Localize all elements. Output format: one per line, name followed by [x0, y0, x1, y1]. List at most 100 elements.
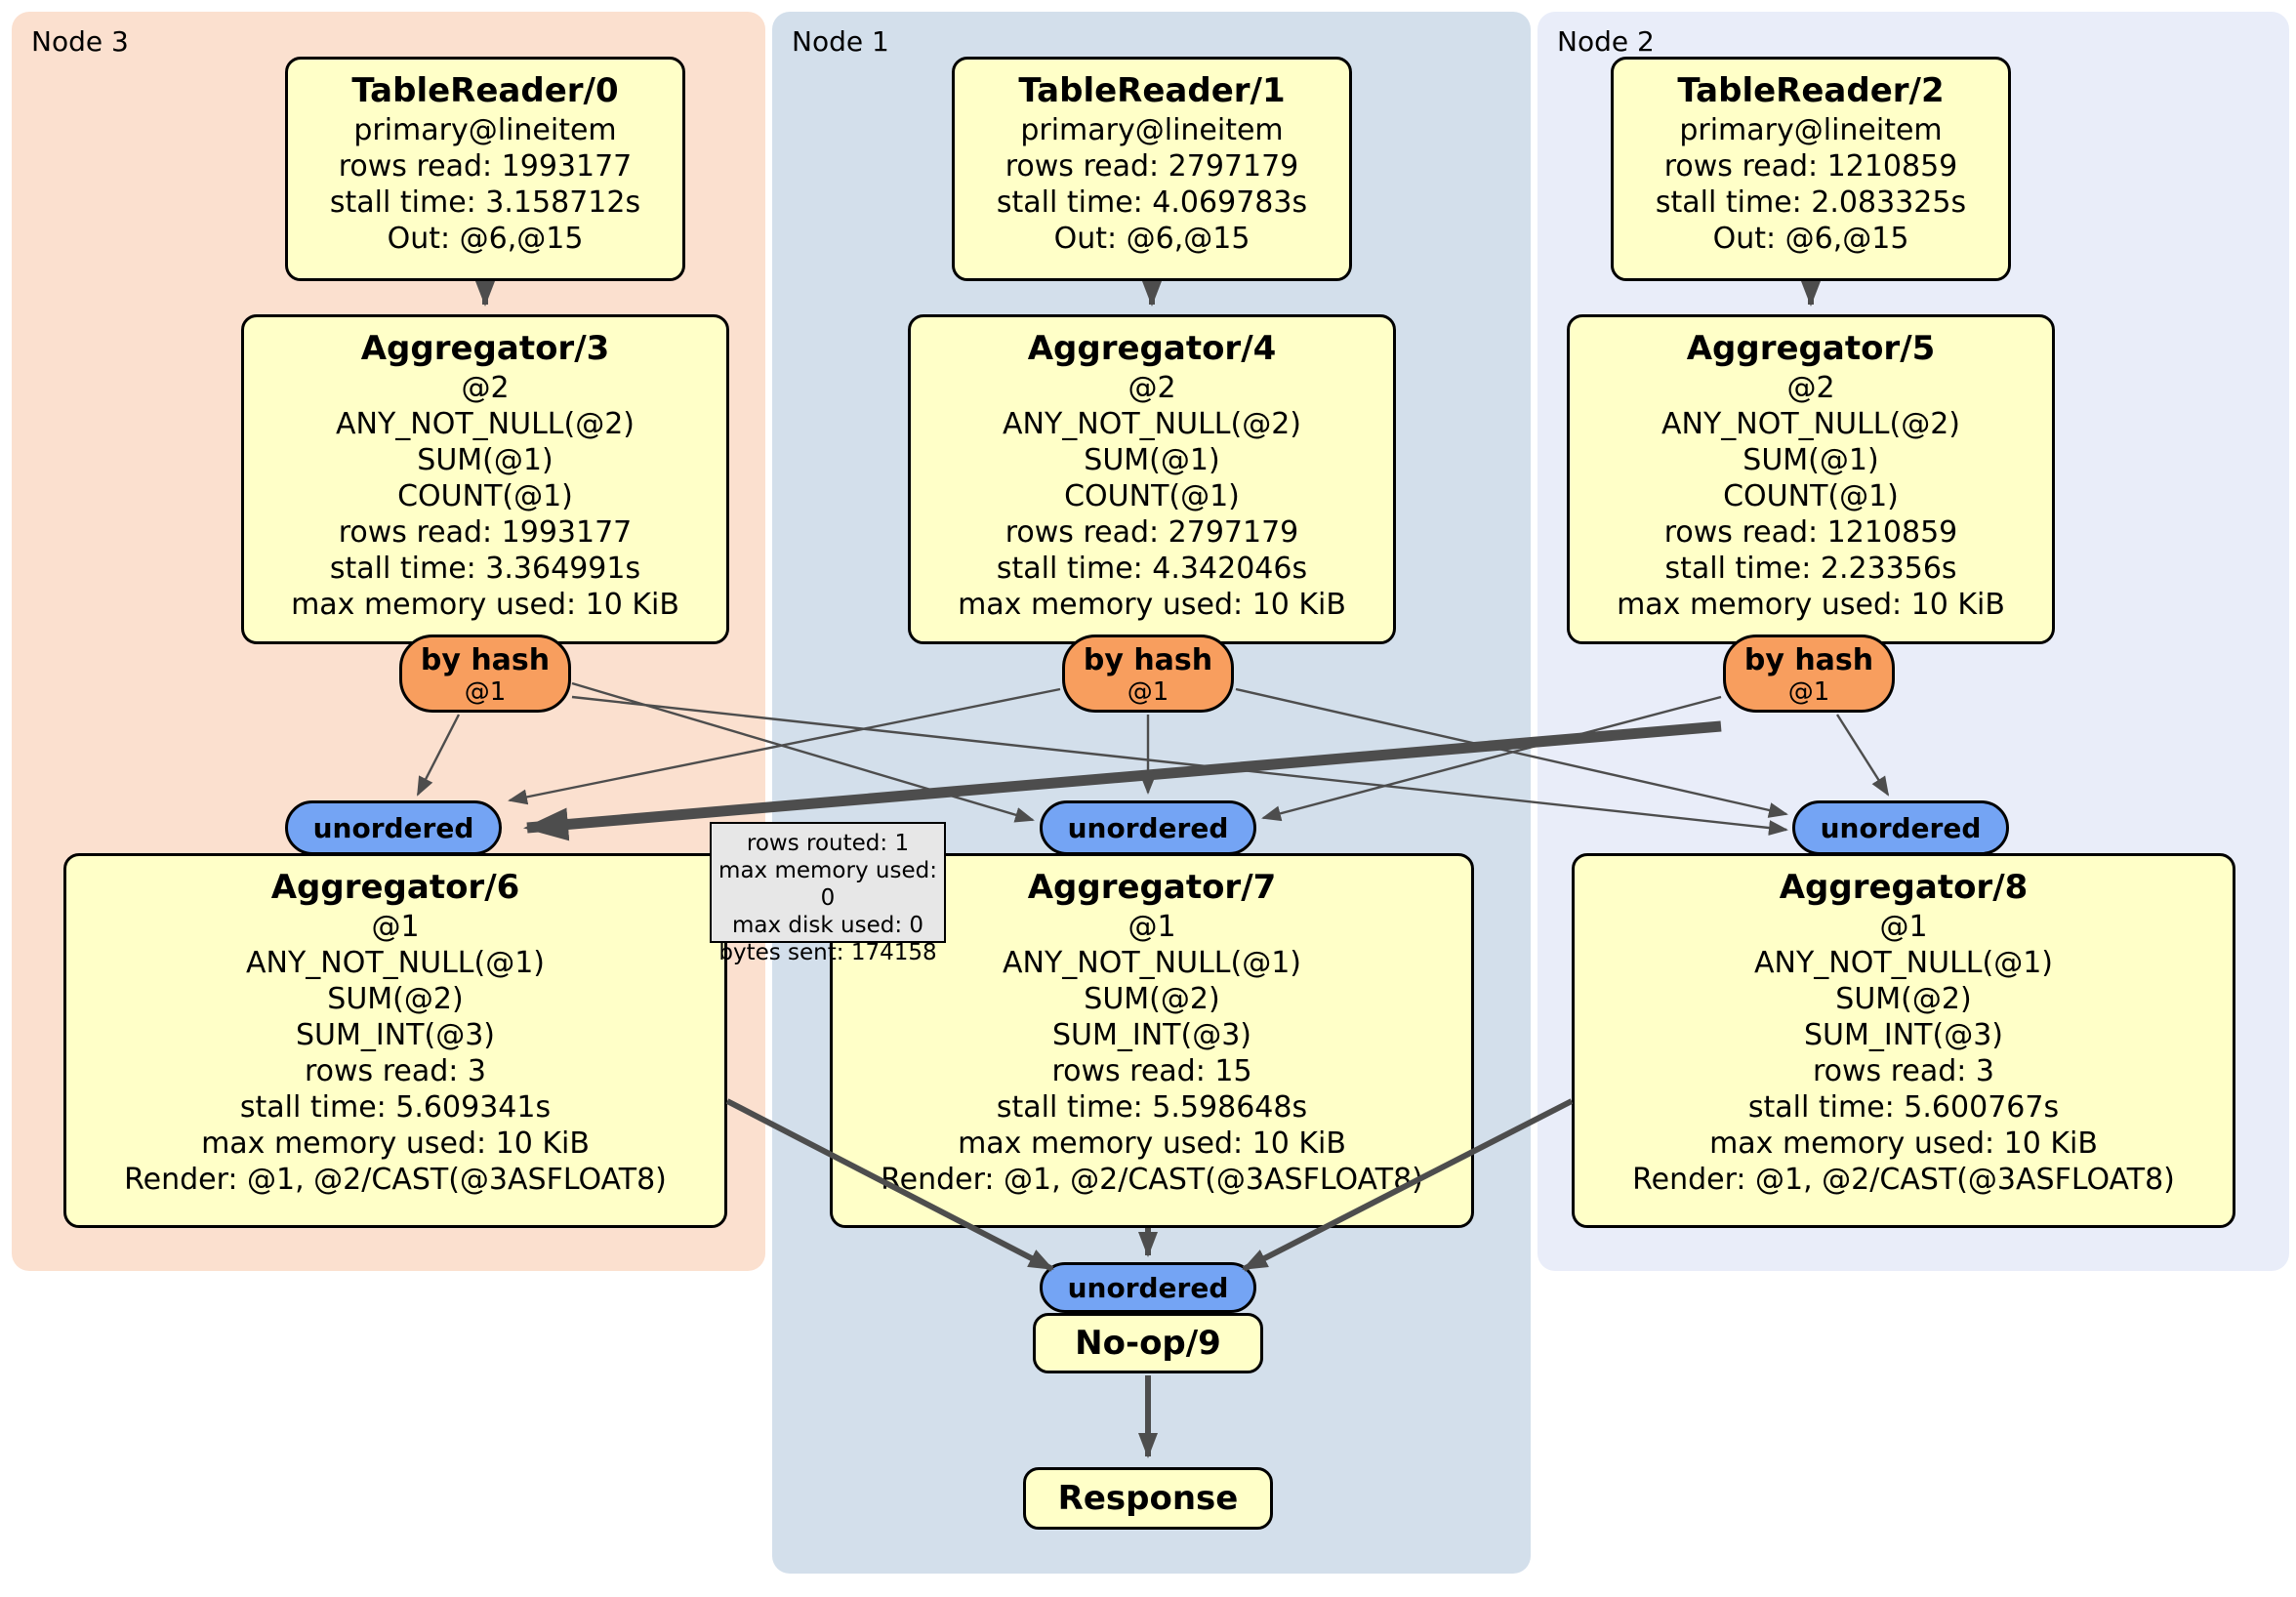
detail-line: SUM(@1) — [417, 443, 554, 477]
detail-line: ANY_NOT_NULL(@2) — [1661, 407, 1960, 441]
detail-line: SUM_INT(@3) — [1052, 1018, 1251, 1052]
router-label: by hash — [1083, 643, 1213, 677]
detail-line: @2 — [461, 371, 510, 405]
processor-title: Response — [1057, 1479, 1239, 1518]
processor-title: Aggregator/4 — [1027, 329, 1277, 368]
detail-line: rows read: 1210859 — [1663, 149, 1958, 184]
detail-line: max memory used: 0 — [718, 858, 937, 911]
sync-label: unordered — [312, 811, 474, 844]
sync-unordered-final: unordered — [1040, 1262, 1256, 1313]
detail-line: @1 — [1879, 910, 1928, 944]
detail-line: @2 — [1128, 371, 1176, 405]
detail-line: stall time: 3.364991s — [329, 552, 641, 586]
sync-unordered-node3: unordered — [285, 800, 502, 855]
router-label: by hash — [1743, 643, 1874, 677]
detail-line: rows read: 2797179 — [1004, 149, 1299, 184]
sync-label: unordered — [1820, 811, 1982, 844]
detail-line: max memory used: 10 KiB — [958, 588, 1346, 622]
detail-line: Out: @6,@15 — [1053, 222, 1250, 256]
detail-line: COUNT(@1) — [1064, 479, 1240, 513]
node-panel-label: Node 3 — [31, 25, 129, 58]
detail-line: SUM_INT(@3) — [296, 1018, 495, 1052]
router-label: by hash — [420, 643, 551, 677]
detail-line: stall time: 4.069783s — [996, 185, 1308, 220]
edge-aggregator6-to-unordered-final[interactable] — [725, 1098, 1054, 1272]
detail-line: rows read: 1210859 — [1663, 515, 1958, 550]
processor-title: TableReader/1 — [1018, 71, 1286, 110]
router-columns: @1 — [1127, 677, 1169, 707]
response-box: Response — [1023, 1467, 1273, 1530]
processor-title: Aggregator/3 — [360, 329, 610, 368]
detail-line: rows read: 1993177 — [338, 149, 633, 184]
processor-title: TableReader/0 — [351, 71, 619, 110]
edge-aggregator8-to-unordered-final[interactable] — [1242, 1098, 1574, 1272]
detail-line: primary@lineitem — [353, 113, 617, 147]
detail-line: COUNT(@1) — [1723, 479, 1899, 513]
detail-line: COUNT(@1) — [397, 479, 573, 513]
sync-label: unordered — [1067, 1271, 1229, 1304]
detail-line: @2 — [1786, 371, 1835, 405]
detail-line: max disk used: 0 — [731, 913, 924, 938]
detail-line: Render: @1, @2/CAST(@3ASFLOAT8) — [1632, 1163, 2175, 1197]
detail-line: primary@lineitem — [1020, 113, 1284, 147]
detail-line: rows read: 15 — [1051, 1054, 1252, 1088]
router-by-hash-node3: by hash @1 — [399, 635, 571, 713]
sync-label: unordered — [1067, 811, 1229, 844]
edge-byhash-node1-to-unordered-node3[interactable] — [508, 687, 1061, 805]
processor-title: Aggregator/7 — [1027, 868, 1277, 907]
edge-byhash-node3-to-unordered-node3[interactable] — [416, 714, 461, 797]
detail-line: rows read: 3 — [1812, 1054, 1995, 1088]
detail-line: ANY_NOT_NULL(@2) — [1003, 407, 1301, 441]
detail-line: max memory used: 10 KiB — [291, 588, 679, 622]
processor-noop-9: No-op/9 — [1033, 1313, 1263, 1373]
processor-title: Aggregator/6 — [270, 868, 520, 907]
detail-line: SUM(@2) — [1084, 982, 1220, 1016]
detail-line: stall time: 4.342046s — [996, 552, 1308, 586]
detail-line: stall time: 5.609341s — [239, 1090, 552, 1125]
router-columns: @1 — [1787, 677, 1830, 707]
router-by-hash-node1: by hash @1 — [1062, 635, 1234, 713]
sync-unordered-node1: unordered — [1040, 800, 1256, 855]
processor-title: Aggregator/5 — [1686, 329, 1936, 368]
router-by-hash-node2: by hash @1 — [1723, 635, 1895, 713]
detail-line: bytes sent: 174158 — [718, 940, 937, 965]
detail-line: stall time: 5.598648s — [996, 1090, 1308, 1125]
detail-line: Render: @1, @2/CAST(@3ASFLOAT8) — [881, 1163, 1423, 1197]
detail-line: Out: @6,@15 — [1712, 222, 1909, 256]
node-panel-label: Node 2 — [1557, 25, 1655, 58]
detail-line: ANY_NOT_NULL(@1) — [246, 946, 545, 980]
detail-line: rows read: 2797179 — [1004, 515, 1299, 550]
detail-line: stall time: 2.083325s — [1655, 185, 1967, 220]
detail-line: Out: @6,@15 — [387, 222, 584, 256]
edge-byhash-node2-to-unordered-node1[interactable] — [1261, 695, 1722, 822]
detail-line: SUM(@1) — [1742, 443, 1879, 477]
detail-line: @1 — [371, 910, 420, 944]
edge-byhash-node3-to-unordered-node2[interactable] — [571, 695, 1788, 836]
detail-line: max memory used: 10 KiB — [958, 1126, 1346, 1161]
edge-byhash-node2-to-unordered-node2[interactable] — [1835, 714, 1890, 797]
edge-byhash-node2-to-unordered-node3-highlighted[interactable] — [523, 720, 1722, 841]
detail-line: SUM(@1) — [1084, 443, 1220, 477]
detail-line: primary@lineitem — [1679, 113, 1943, 147]
detail-line: SUM(@2) — [1835, 982, 1972, 1016]
detail-line: rows routed: 1 — [746, 831, 910, 856]
